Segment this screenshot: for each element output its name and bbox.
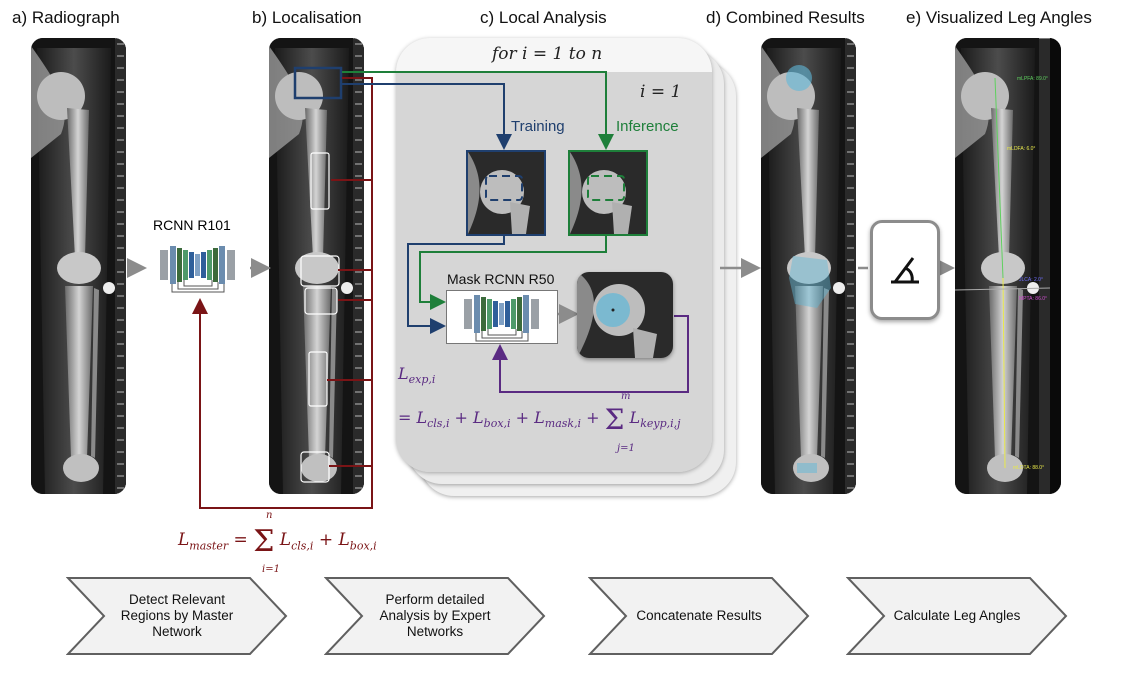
angle-label-3: JLCA: 2.0° [1019,277,1043,283]
training-label: Training [511,118,565,135]
expert-network-icon [446,290,558,344]
inference-label: Inference [616,118,679,135]
master-network-icon [150,238,246,298]
inference-to-expert-arrow [419,234,607,310]
step-concatenate-label: Concatenate Results [636,608,762,623]
expert-loss-lhs: Lexp,i [398,364,436,387]
training-crop [466,150,546,236]
angle-calculation-box [870,220,940,320]
index-label: i = 1 [640,82,682,102]
radiograph-image [31,38,126,494]
training-to-expert-arrow [407,234,505,334]
panel-title-radiograph: a) Radiograph [12,8,120,27]
step-concatenate: Concatenate Results [588,576,810,656]
angle-label-5: mLDTA: 88.0° [1013,465,1044,471]
angle-label-4: MPTA: 86.0° [1019,296,1047,302]
loop-label: for i = 1 to n [492,44,603,64]
master-loss-feedback [192,77,373,509]
region-connectors [327,179,372,467]
angle-label-2: mLDFA: 6.0° [1007,146,1035,152]
expert-loss-feedback [492,315,689,393]
training-arrow [342,83,512,150]
panel-title-local-analysis: c) Local Analysis [480,8,607,27]
step-detailed-analysis-label: Perform detailed Analysis by Expert Netw… [379,592,491,639]
inference-arrow [342,71,614,150]
step-detect-regions-label: Detect Relevant Regions by Master Networ… [120,592,234,639]
leg-angles-image: mLPFA: 89.0° mLDFA: 6.0° JLCA: 2.0° MPTA… [955,38,1061,494]
step-detect-regions: Detect Relevant Regions by Master Networ… [66,576,288,656]
angle-label-1: mLPFA: 89.0° [1017,76,1048,82]
step-calculate-angles: Calculate Leg Angles [846,576,1068,656]
master-network-label: RCNN R101 [153,217,231,233]
panel-title-leg-angles: e) Visualized Leg Angles [906,8,1092,27]
expert-network-label: Mask RCNN R50 [447,271,555,287]
panel-title-localisation: b) Localisation [252,8,362,27]
combined-results-image [761,38,856,494]
panel-title-combined-results: d) Combined Results [706,8,865,27]
step-calculate-angles-label: Calculate Leg Angles [893,608,1021,623]
inference-crop [568,150,648,236]
localisation-image [269,38,364,494]
angle-icon [891,257,919,284]
expert-output-image [577,272,673,358]
step-detailed-analysis: Perform detailed Analysis by Expert Netw… [324,576,546,656]
